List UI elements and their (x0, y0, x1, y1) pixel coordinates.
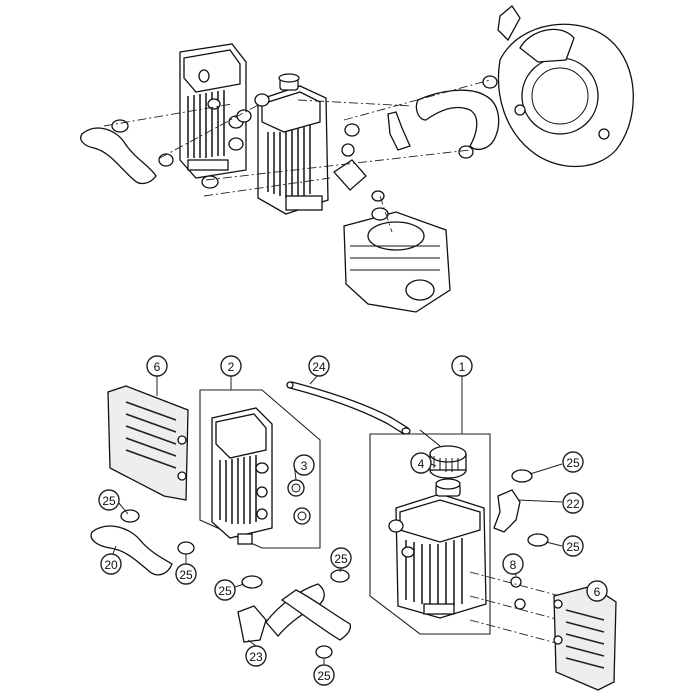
svg-text:6: 6 (594, 585, 601, 599)
radiator-right (388, 478, 487, 619)
radiator-cap-part-4 (419, 429, 467, 479)
grommets-part-3 (287, 479, 311, 525)
hose-assembled-mid (387, 111, 411, 151)
bracket-part-2 (199, 389, 321, 549)
callout-6-left: 6 (146, 355, 168, 377)
left-radiator-assembled (179, 43, 247, 179)
callout-25-left: 25 (98, 489, 120, 511)
callout-1: 1 (451, 355, 473, 377)
svg-text:4: 4 (418, 457, 425, 471)
svg-text:1: 1 (459, 360, 466, 374)
callout-20: 20 (100, 553, 122, 575)
svg-text:25: 25 (334, 552, 348, 566)
engine-cover-assembled (497, 5, 634, 168)
bolts-part-8 (469, 571, 561, 645)
hose-part-20 (90, 525, 173, 576)
callout-3: 3 (293, 454, 315, 476)
svg-text:25: 25 (179, 568, 193, 582)
hose-assembled-right (415, 89, 500, 151)
callout-4: 4 (410, 452, 432, 474)
clamps-part-25 (120, 469, 549, 659)
svg-text:25: 25 (102, 494, 116, 508)
bracket-part-1 (369, 433, 491, 635)
callout-25-bottom: 25 (313, 664, 335, 686)
svg-text:3: 3 (301, 459, 308, 473)
svg-text:2: 2 (228, 360, 235, 374)
svg-text:25: 25 (317, 669, 331, 683)
hoses-part-23 (237, 583, 352, 643)
svg-text:24: 24 (312, 360, 326, 374)
callout-22: 22 (562, 492, 584, 514)
callouts: 6 2 24 1 3 4 2 (98, 355, 608, 686)
svg-text:20: 20 (104, 558, 118, 572)
radiator-guard-left (107, 385, 189, 501)
assembled-view (80, 5, 634, 313)
hose-assembled-left (80, 127, 157, 185)
svg-text:23: 23 (249, 650, 263, 664)
hose-part-22 (493, 489, 521, 533)
svg-text:25: 25 (566, 540, 580, 554)
callout-8: 8 (502, 553, 524, 575)
callout-25-right: 25 (562, 535, 584, 557)
callout-25-center-top: 25 (330, 547, 352, 569)
exploded-view: 6 2 24 1 3 4 2 (90, 355, 617, 691)
right-radiator-assembled (236, 73, 329, 215)
breather-hose-part-24 (289, 381, 409, 435)
svg-text:22: 22 (566, 497, 580, 511)
callout-25-left-lower: 25 (175, 563, 197, 585)
svg-text:25: 25 (218, 584, 232, 598)
bend-hose-assembled (333, 159, 367, 191)
callout-24: 24 (308, 355, 330, 377)
callout-25-center-left: 25 (214, 579, 236, 601)
svg-text:25: 25 (566, 456, 580, 470)
callout-23: 23 (245, 645, 267, 667)
cylinder-assembled (343, 207, 451, 313)
radiator-left (211, 407, 273, 545)
callout-2: 2 (220, 355, 242, 377)
radiator-guard-right (553, 585, 617, 691)
assembly-lines (103, 79, 491, 233)
svg-text:8: 8 (510, 558, 517, 572)
svg-text:6: 6 (154, 360, 161, 374)
callout-6-right: 6 (586, 580, 608, 602)
callout-25-top-right: 25 (562, 451, 584, 473)
